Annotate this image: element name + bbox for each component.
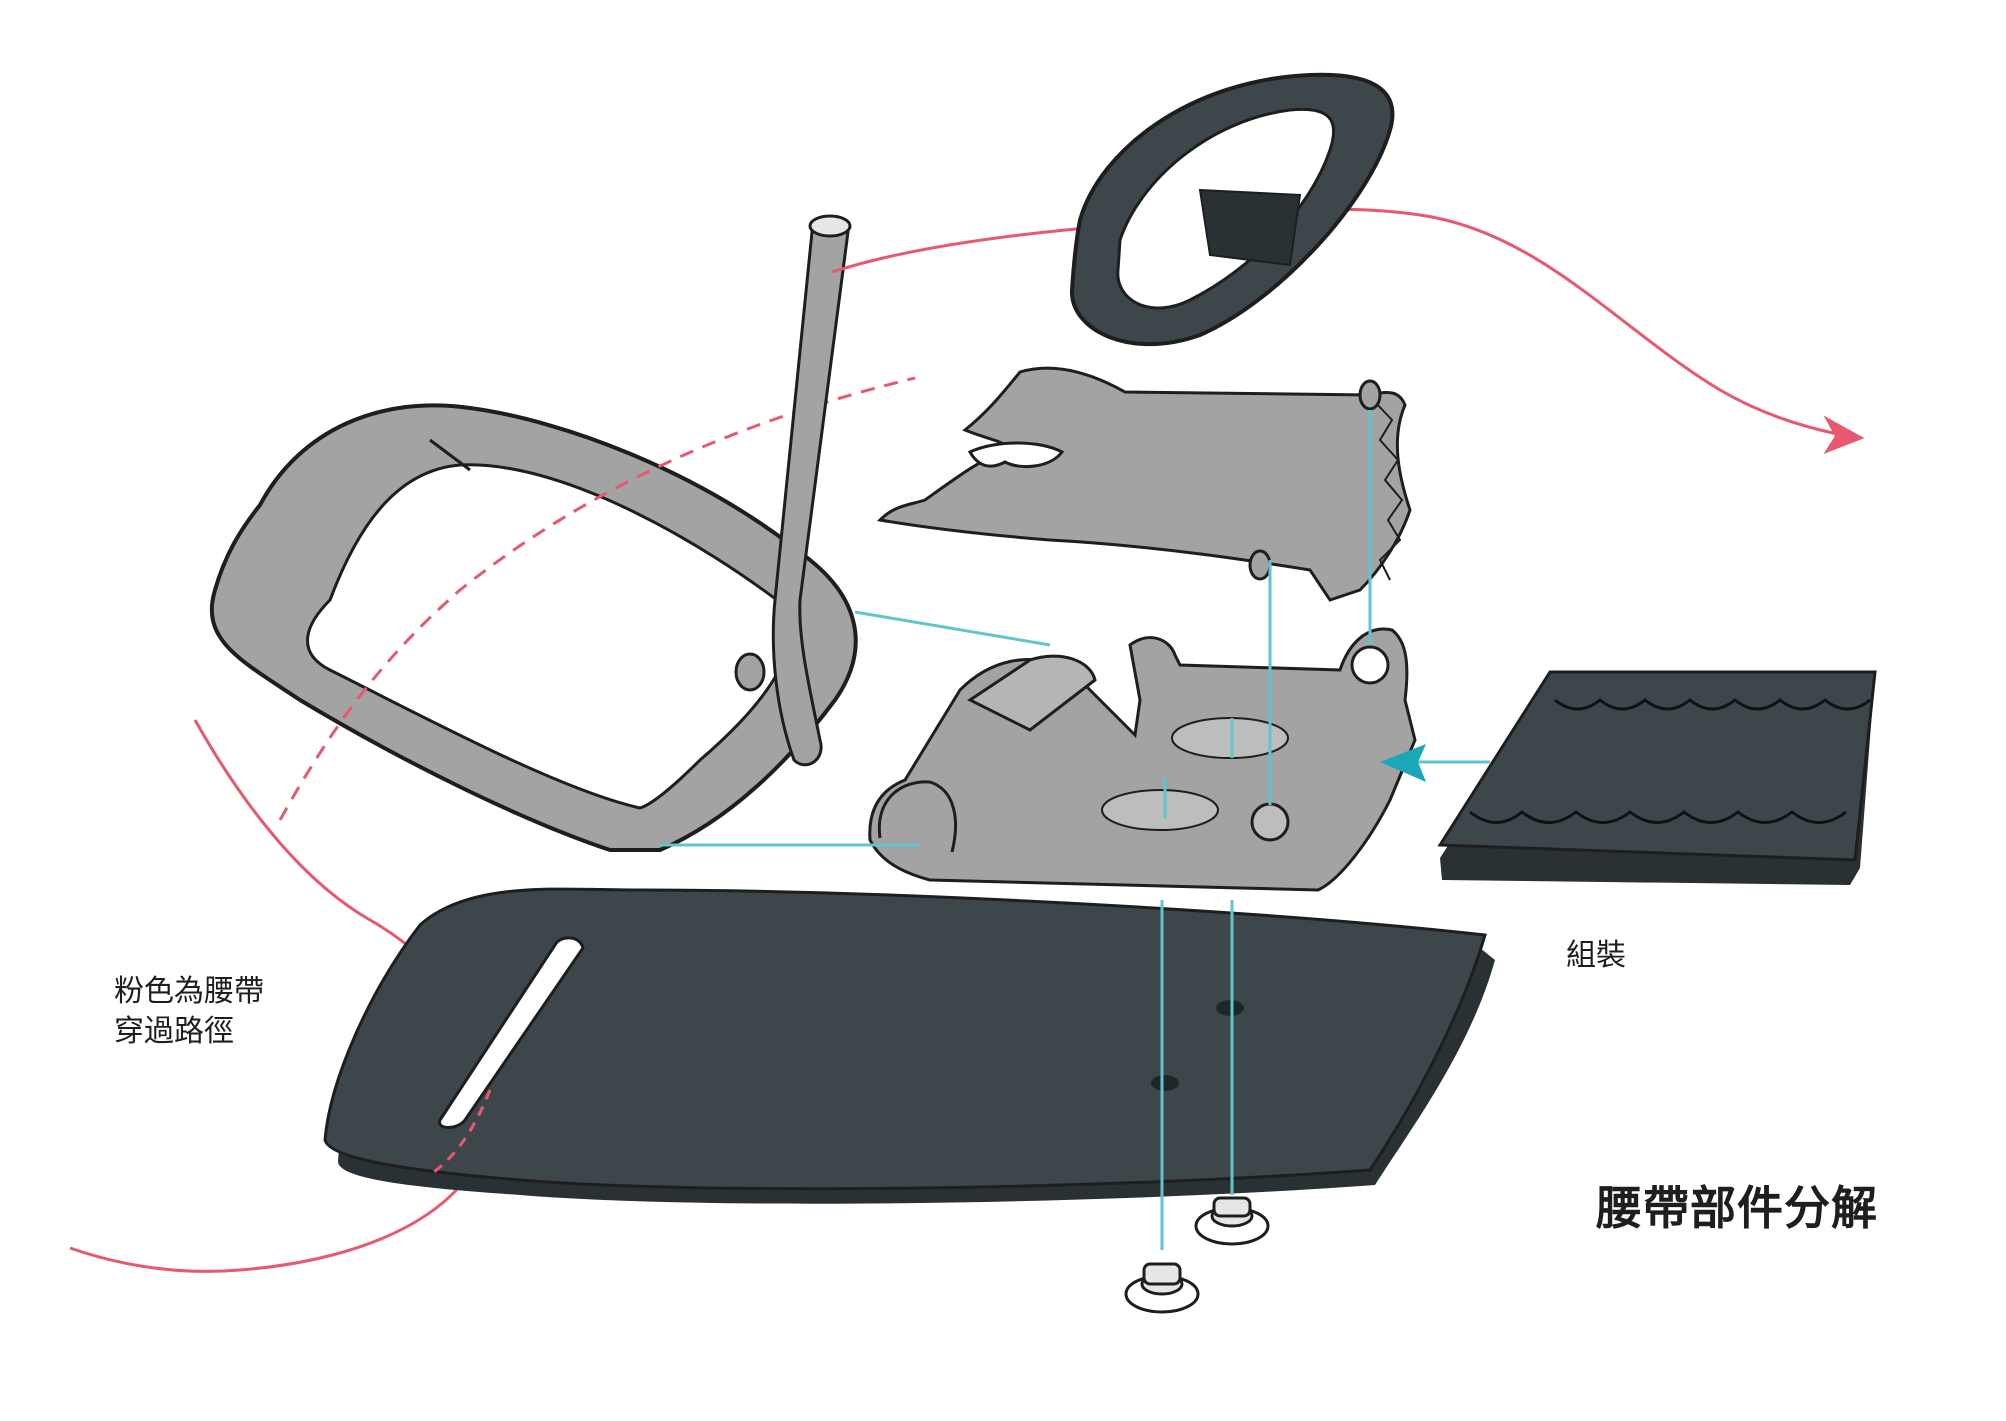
path-note-line1: 粉色為腰帶 — [114, 974, 264, 1009]
prong-icon — [734, 214, 852, 767]
assembly-label: 組裝 — [1566, 938, 1626, 973]
arrow-left-icon — [1380, 744, 1490, 782]
path-note-line2: 穿過路徑 — [114, 1014, 234, 1049]
belt-tab-icon — [1437, 670, 1877, 885]
rivet-icon — [1124, 1262, 1200, 1314]
buckle-frame-icon — [209, 403, 858, 852]
hinge-base-icon — [868, 627, 1417, 892]
belt-path-upper — [831, 207, 1863, 440]
arrow-right-icon — [1823, 415, 1865, 455]
keeper-loop-icon — [1069, 72, 1395, 347]
belt-strap-icon — [323, 887, 1495, 1204]
clamp-plate-icon — [876, 366, 1412, 602]
path-note: 粉色為腰帶 穿過路徑 — [114, 972, 264, 1052]
leader-lines — [660, 410, 1372, 1250]
rivet-icon — [1194, 1196, 1270, 1246]
belt-path-front — [429, 1089, 492, 1177]
diagram-title: 腰帶部件分解 — [1596, 1181, 1878, 1235]
belt-path-buckle — [278, 376, 916, 821]
